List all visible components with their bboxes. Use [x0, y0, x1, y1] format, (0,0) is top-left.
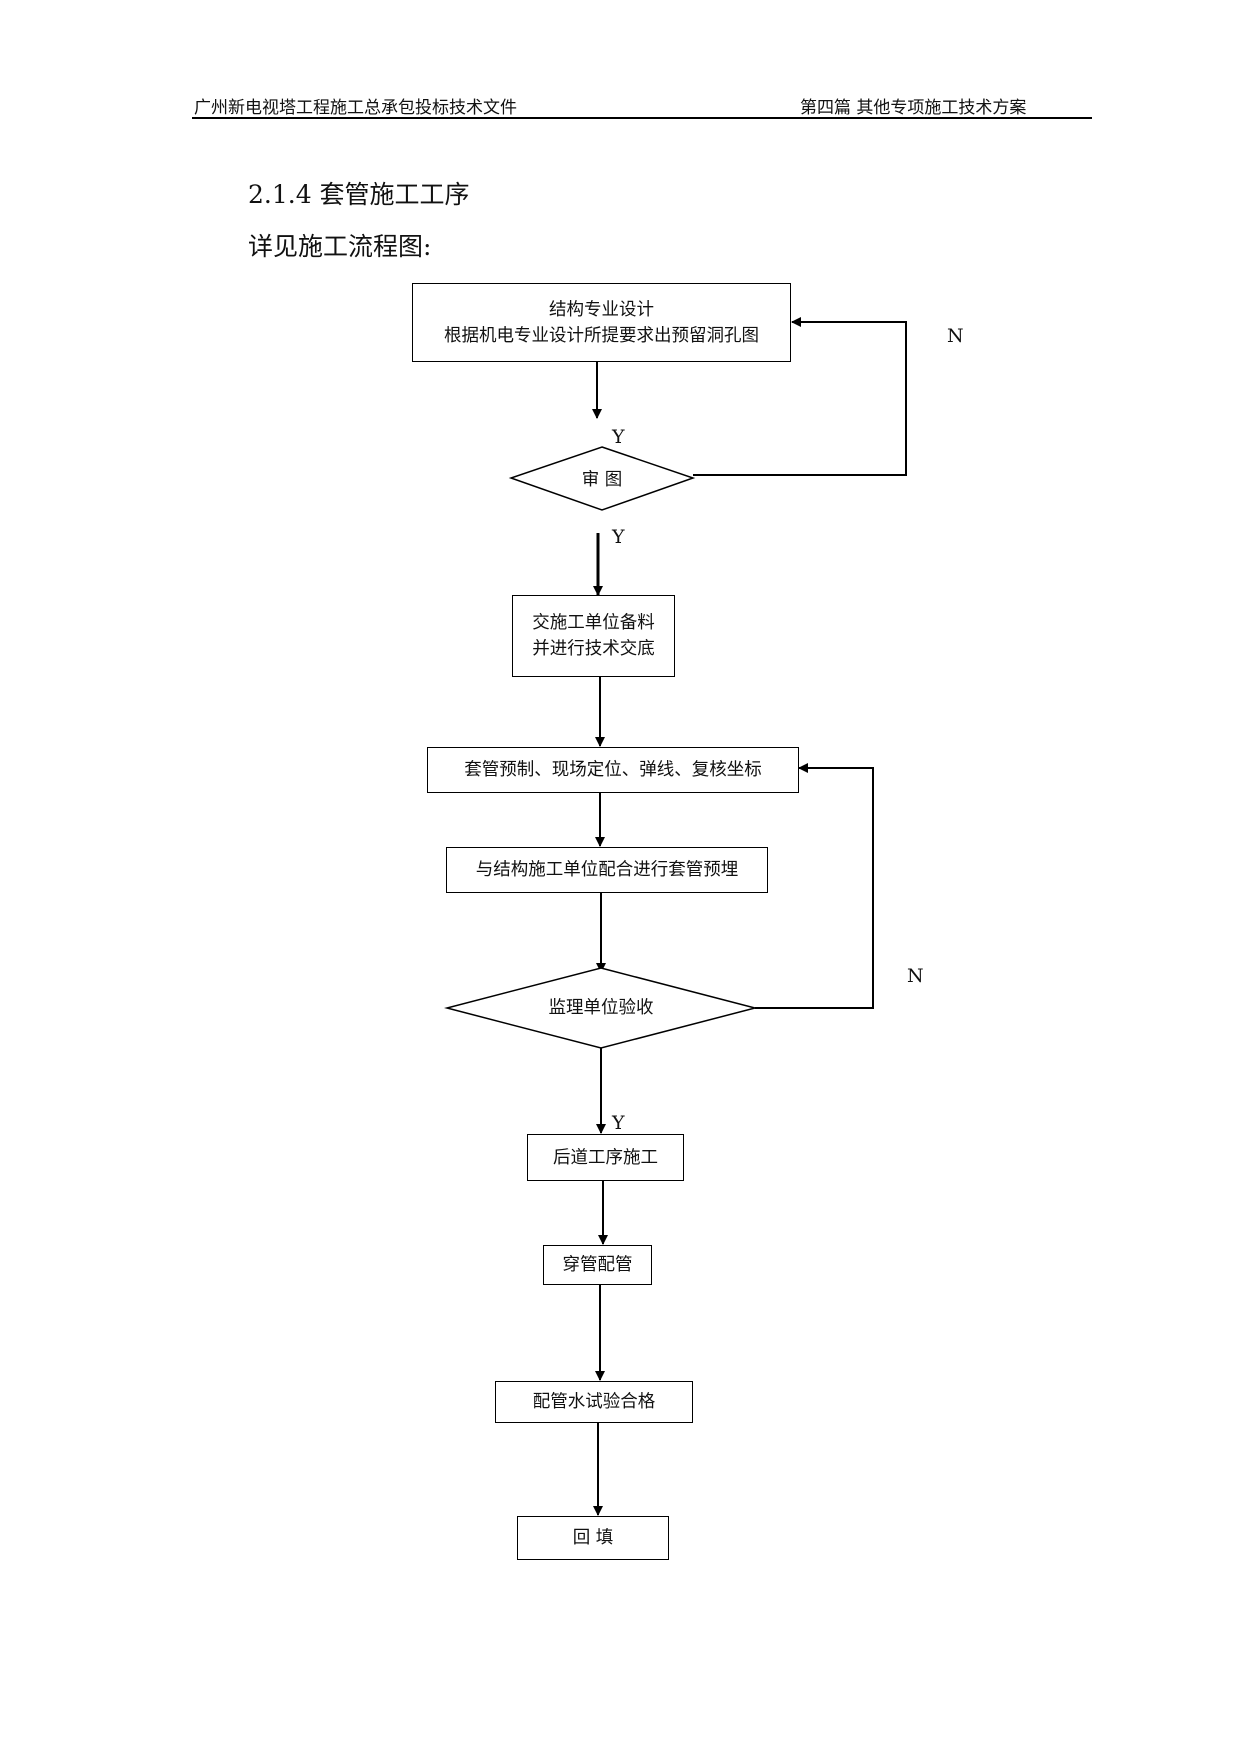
header-rule	[192, 117, 1092, 119]
backfill-box: 回 填	[517, 1516, 669, 1560]
water-test-box: 配管水试验合格	[495, 1381, 693, 1423]
section-subtitle: 详见施工流程图:	[248, 232, 432, 261]
loop-inspection-to-prefab	[755, 763, 874, 1009]
label-n-inspection: N	[907, 965, 924, 987]
label-y-inspection: Y	[612, 1112, 625, 1134]
next-process-box: 后道工序施工	[527, 1134, 684, 1181]
embed-box: 与结构施工单位配合进行套管预埋	[446, 847, 768, 893]
handover-box: 交施工单位备料 并进行技术交底	[512, 595, 675, 677]
review-decision-label: 审 图	[581, 470, 623, 490]
review-decision-shape	[508, 446, 696, 511]
handover-box-line1: 交施工单位备料	[532, 613, 655, 633]
header-left-title: 广州新电视塔工程施工总承包投标技术文件	[194, 98, 517, 118]
piping-box: 穿管配管	[543, 1245, 652, 1285]
label-n-review: N	[947, 325, 964, 347]
inspection-decision-shape	[444, 967, 758, 1049]
design-box: 结构专业设计 根据机电专业设计所提要求出预留洞孔图	[412, 283, 791, 362]
handover-box-line2: 并进行技术交底	[532, 639, 655, 659]
label-y-review-in: Y	[612, 426, 625, 448]
loop-review-to-design	[693, 317, 907, 476]
design-box-line2: 根据机电专业设计所提要求出预留洞孔图	[444, 325, 759, 346]
section-title: 2.1.4 套管施工工序	[248, 180, 470, 209]
design-box-line1: 结构专业设计	[549, 299, 654, 320]
inspection-decision-label: 监理单位验收	[548, 998, 654, 1018]
prefab-box: 套管预制、现场定位、弹线、复核坐标	[427, 747, 799, 793]
header-right-title: 第四篇 其他专项施工技术方案	[800, 98, 1027, 118]
label-y-review-out: Y	[612, 526, 625, 548]
